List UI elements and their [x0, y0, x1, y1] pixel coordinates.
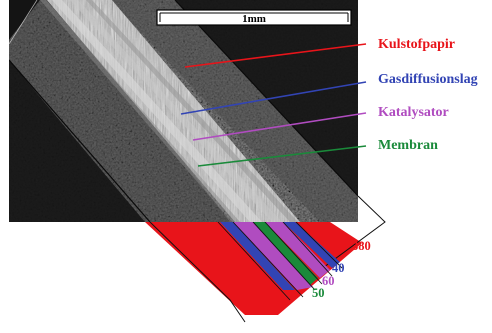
leader-membran	[197, 145, 367, 167]
leader-gasdiffusionslag	[180, 81, 367, 115]
leader-lines	[180, 43, 367, 167]
gdl-band-right	[283, 222, 340, 268]
label-kulstofpapir: Kulstofpapir	[378, 37, 455, 52]
micrograph-image	[9, 0, 358, 222]
thickness-labels: 380 40 60 50	[312, 239, 371, 300]
label-gasdiffusionslag: Gasdiffusionslag	[378, 72, 478, 87]
scale-bar: 1mm	[156, 9, 352, 26]
label-katalysator: Katalysator	[378, 105, 449, 120]
leader-kulstofpapir	[184, 43, 367, 68]
thickness-kulstofpapir: 380	[352, 239, 371, 253]
catalyst-band-right	[265, 222, 330, 278]
catalyst-band-left	[233, 222, 313, 290]
gdl-band	[220, 222, 295, 290]
layer-bands	[217, 221, 343, 301]
layer-labels: Kulstofpapir Gasdiffusionslag Katalysato…	[378, 37, 478, 153]
label-membran: Membran	[378, 138, 438, 153]
thickness-katalysator: 60	[322, 274, 335, 288]
scale-bar-label: 1mm	[242, 13, 266, 25]
thickness-membran: 50	[312, 286, 325, 300]
leader-katalysator	[192, 112, 367, 141]
thickness-gasdiffusionslag: 40	[332, 261, 345, 275]
membrane-band	[253, 222, 318, 285]
